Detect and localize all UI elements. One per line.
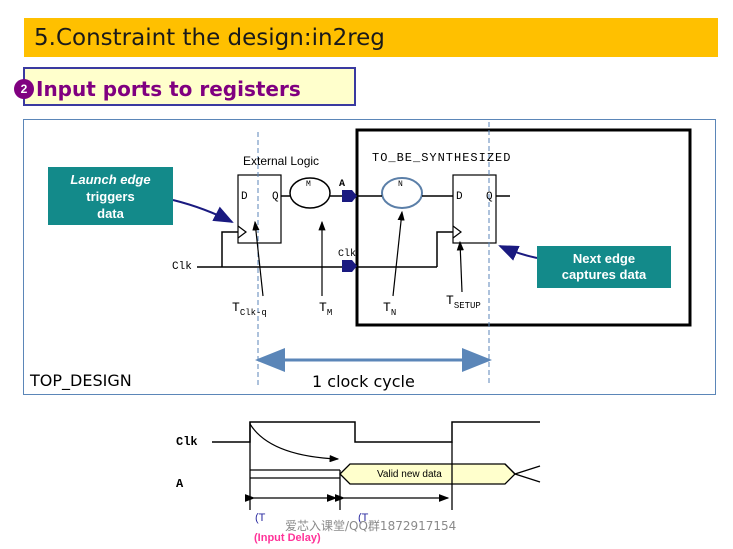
- valid-data-label: Valid new data: [377, 469, 442, 480]
- wave-a-label: A: [176, 477, 184, 491]
- watermark: 爱芯入课堂/QQ群1872917154: [285, 519, 457, 533]
- launch-callout: Launch edge triggers data: [48, 167, 173, 225]
- clock-cycle-label: 1 clock cycle: [312, 372, 415, 391]
- slide-title: 5.Constraint the design:in2reg: [34, 25, 385, 51]
- port-clk: [342, 260, 357, 272]
- clk-input-label: Clk: [172, 261, 192, 273]
- capture-arrow: [498, 245, 538, 261]
- m-label: M: [306, 180, 311, 189]
- ff2-d-label: D: [456, 191, 463, 203]
- ff1-d-label: D: [241, 191, 248, 203]
- top-design-label: TOP_DESIGN: [30, 371, 132, 390]
- next-line-1: Next edge: [572, 251, 636, 266]
- expr-right: (T: [358, 512, 369, 524]
- expr-left: (T: [255, 512, 266, 524]
- wave-clk-label: Clk: [176, 435, 198, 449]
- title-bar: [24, 18, 718, 57]
- input-delay-label: (Input Delay): [254, 532, 321, 544]
- external-logic-label: External Logic: [243, 154, 320, 168]
- ff1-q-label: Q: [272, 191, 279, 203]
- launch-line-1: Launch edge: [70, 172, 151, 187]
- next-edge-callout: Next edge captures data: [537, 246, 671, 288]
- launch-line-2: triggers: [86, 189, 135, 204]
- logic-n-circle: [381, 177, 423, 209]
- t-m-label: TM: [319, 300, 333, 318]
- port-a-label: A: [339, 179, 346, 190]
- next-line-2: captures data: [561, 267, 647, 282]
- step-badge: 2: [14, 79, 34, 99]
- t-n-label: TN: [383, 300, 397, 318]
- to-be-synthesized-label: TO_BE_SYNTHESIZED: [372, 151, 512, 165]
- logic-m-circle: [289, 177, 331, 209]
- n-label: N: [398, 180, 403, 189]
- clk-waveform: [212, 421, 540, 443]
- slide-subtitle: Input ports to registers: [36, 77, 301, 101]
- port-clk-label: Clk: [338, 249, 357, 260]
- port-a: [342, 190, 357, 202]
- to-be-synthesized-box: [355, 128, 692, 327]
- launch-line-3: data: [97, 206, 124, 221]
- t-clkq-label: TClk-q: [232, 300, 267, 318]
- t-setup-label: TSETUP: [446, 293, 481, 311]
- top-design-frame: [23, 119, 716, 395]
- launch-arrow: [172, 199, 234, 223]
- ff2-q-label: Q: [486, 191, 493, 203]
